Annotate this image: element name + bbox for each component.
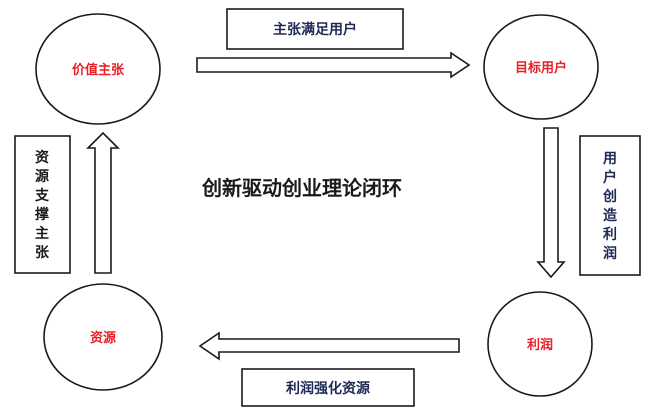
diagram-title: 创新驱动创业理论闭环 <box>201 176 402 200</box>
node-value-proposition: 价值主张 <box>35 13 161 125</box>
edge-label-right: 用户创造利润 <box>602 151 617 262</box>
node-resources: 资源 <box>43 283 163 391</box>
edge-label-bottom-box <box>241 368 415 407</box>
node-target-users-circle <box>483 14 599 120</box>
node-profit: 利润 <box>487 291 593 397</box>
node-target-users: 目标用户 <box>483 14 599 120</box>
edge-label-top-box <box>226 8 404 50</box>
edge-label-left-box <box>14 135 71 274</box>
node-profit-label: 利润 <box>527 337 553 353</box>
node-resources-label: 资源 <box>90 330 116 346</box>
arrow-left-up <box>86 131 120 274</box>
node-profit-circle <box>487 291 593 397</box>
arrow-top-right <box>196 51 471 79</box>
node-value-proposition-circle <box>35 13 161 125</box>
arrow-bottom-left <box>198 331 460 361</box>
edge-label-top: 主张满足用户 <box>273 21 357 38</box>
edge-label-bottom: 利润强化资源 <box>286 380 370 397</box>
arrow-right-down <box>536 127 566 279</box>
node-value-proposition-label: 价值主张 <box>72 62 125 78</box>
node-resources-circle <box>43 283 163 391</box>
node-target-users-label: 目标用户 <box>515 60 567 76</box>
edge-label-right-box <box>579 135 641 276</box>
edge-label-left: 资源支撑主张 <box>34 149 50 261</box>
